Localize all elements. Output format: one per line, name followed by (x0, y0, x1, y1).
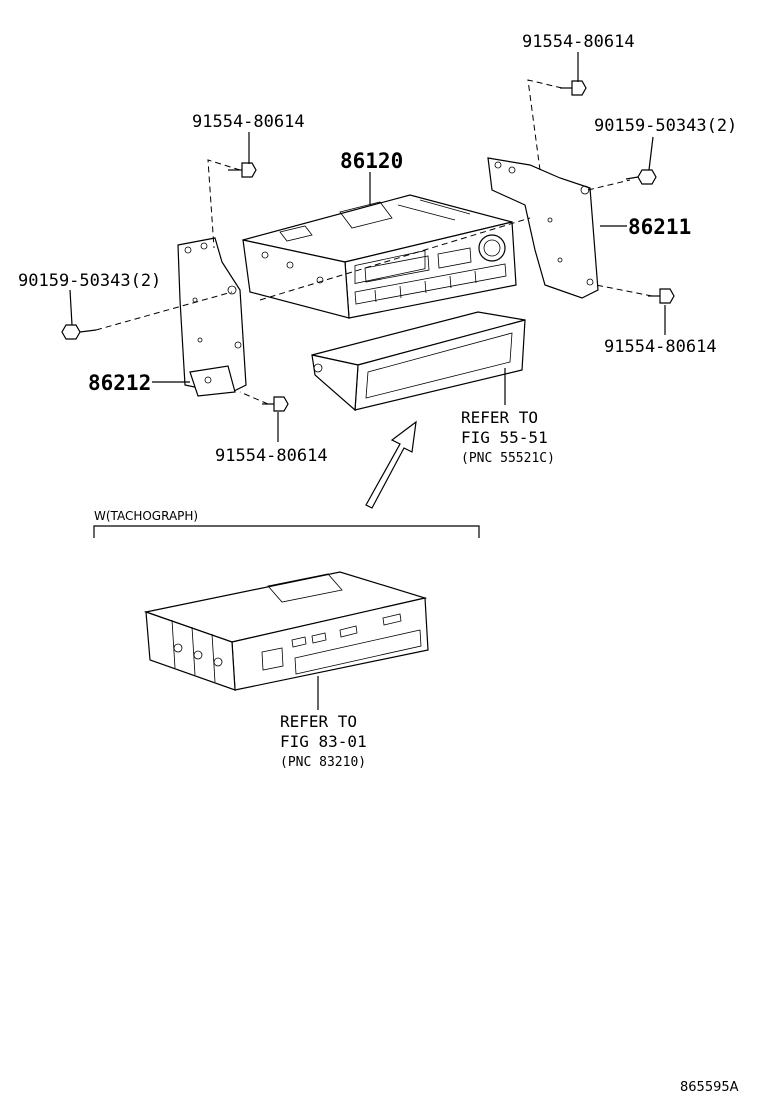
ref-box-line3: (PNC 55521C) (461, 451, 555, 466)
screw-left[interactable] (61, 324, 97, 340)
tachograph-group-bracket (93, 525, 480, 538)
bolt-right-top[interactable] (560, 80, 587, 96)
bracket-right[interactable] (487, 157, 599, 299)
leader-lines (69, 52, 666, 710)
radio-receiver[interactable] (242, 194, 517, 319)
label-screw-right: 90159-50343(2) (594, 116, 737, 136)
insertion-arrow (365, 420, 417, 509)
label-bracket-left: 86212 (88, 371, 151, 395)
ref-box-line1: REFER TO (461, 408, 538, 427)
bracket-left[interactable] (177, 237, 247, 397)
label-screw-left: 90159-50343(2) (18, 271, 161, 291)
diagram-code: 865595A (680, 1080, 739, 1095)
ref-box-line2: FIG 55-51 (461, 428, 548, 447)
label-bolt-left-top: 91554-80614 (192, 112, 305, 132)
label-radio-receiver: 86120 (340, 149, 403, 173)
bolt-right-bottom[interactable] (648, 288, 675, 304)
tachograph-unit[interactable] (143, 571, 429, 691)
bolt-left-bottom[interactable] (262, 396, 289, 412)
screw-right[interactable] (625, 169, 657, 185)
label-bolt-right-bottom: 91554-80614 (604, 337, 717, 357)
ref-tachograph-line1: REFER TO (280, 712, 357, 731)
bolt-left-top[interactable] (228, 162, 257, 178)
label-bolt-right-top: 91554-80614 (522, 32, 635, 52)
ref-tachograph-line3: (PNC 83210) (280, 755, 366, 770)
label-bracket-right: 86211 (628, 215, 691, 239)
installation-lines (95, 79, 653, 405)
condition-label: W(TACHOGRAPH) (94, 509, 198, 523)
label-bolt-left-bottom: 91554-80614 (215, 446, 328, 466)
storage-box[interactable] (311, 311, 526, 412)
ref-tachograph-line2: FIG 83-01 (280, 732, 367, 751)
